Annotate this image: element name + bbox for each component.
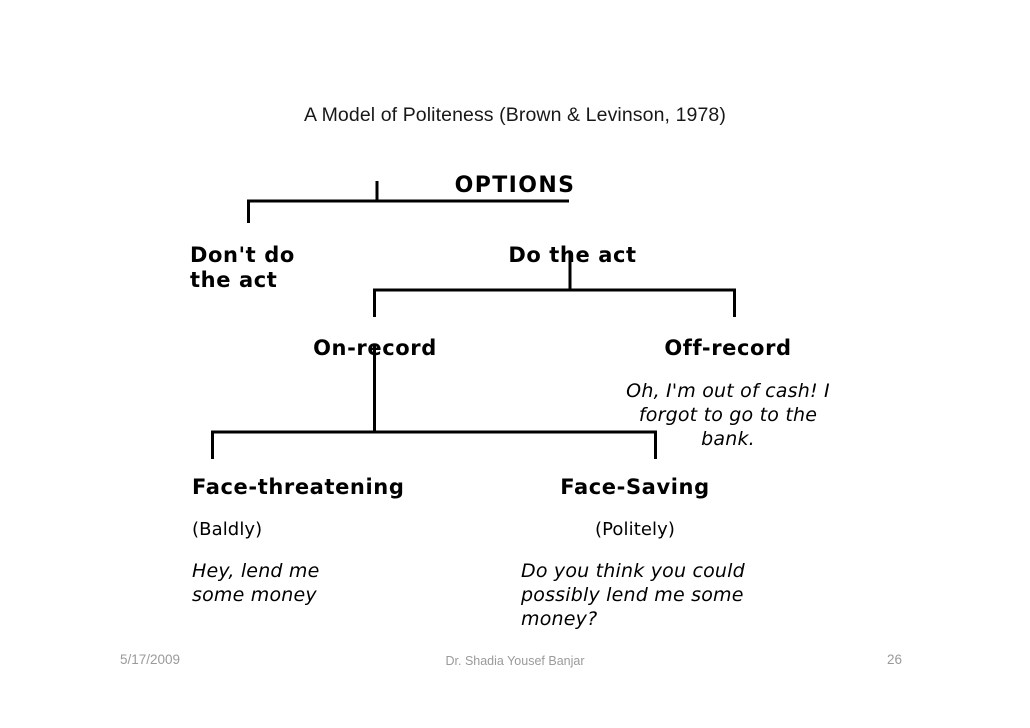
node-face-threatening-example: Hey, lend me some money (192, 560, 320, 606)
node-on-record: On-record (250, 318, 500, 379)
node-do-the-act-label: Do the act (508, 243, 637, 267)
footer-date: 5/17/2009 (120, 652, 181, 667)
node-off-record-label: Off-record (664, 336, 792, 360)
node-options-label: OPTIONS (454, 173, 576, 198)
node-off-record-example: Oh, I'm out of cash! I forgot to go to t… (626, 380, 830, 450)
node-face-threatening: Face-threatening (Baldly) Hey, lend me s… (192, 457, 492, 625)
node-face-saving-label: Face-Saving (560, 475, 710, 499)
node-dont-do-the-act-label: Don't do the act (190, 243, 295, 292)
node-options: OPTIONS (0, 155, 1030, 216)
node-off-record: Off-record Oh, I'm out of cash! I forgot… (612, 318, 844, 469)
node-face-saving: Face-Saving (Politely) Do you think you … (521, 457, 851, 649)
node-dont-do-the-act: Don't do the act (190, 225, 450, 311)
node-do-the-act: Do the act (450, 225, 695, 286)
node-face-threatening-label: Face-threatening (192, 475, 405, 499)
slide-footer: 5/17/2009 Dr. Shadia Yousef Banjar 26 (0, 652, 1030, 676)
page-title: A Model of Politeness (Brown & Levinson,… (304, 104, 726, 126)
node-on-record-label: On-record (313, 336, 437, 360)
footer-page-number: 26 (886, 652, 902, 667)
node-face-saving-example: Do you think you could possibly lend me … (521, 560, 745, 630)
node-face-threatening-manner: (Baldly) (192, 519, 263, 540)
tree-connector-lines (210, 181, 737, 459)
footer-author: Dr. Shadia Yousef Banjar (445, 654, 585, 668)
politeness-tree-diagram: OPTIONS Don't do the act Do the act On-r… (0, 155, 1030, 649)
node-face-saving-manner: (Politely) (594, 519, 676, 540)
